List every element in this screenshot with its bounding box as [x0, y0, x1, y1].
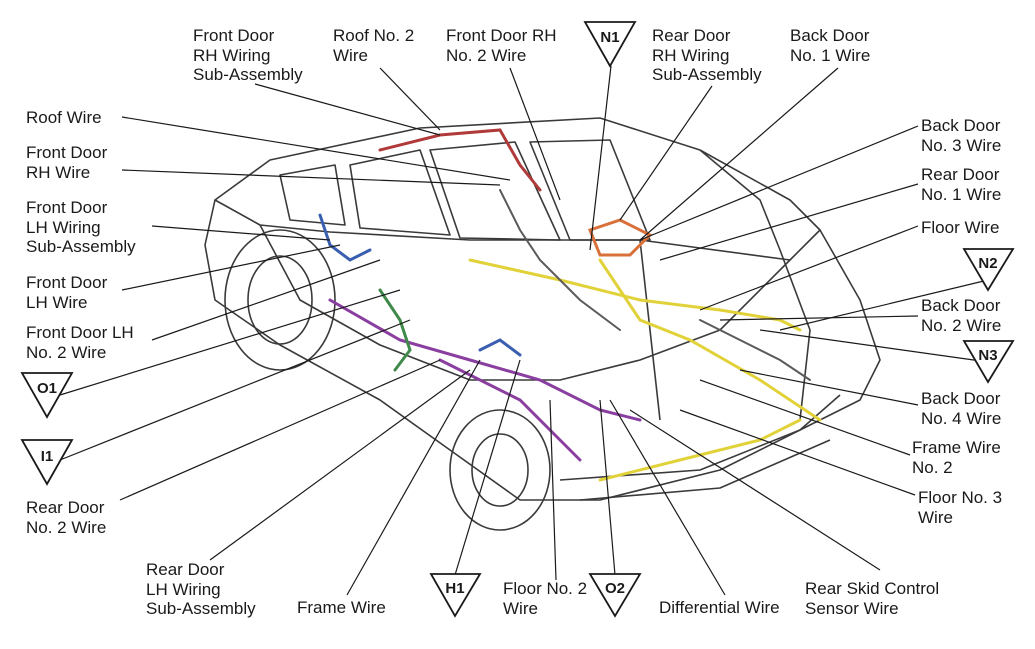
frame-harness-purple-2 [438, 358, 582, 462]
label-front-door-lh-wire: Front Door LH Wire [26, 273, 108, 312]
vehicle-body-outline [204, 117, 881, 531]
label-back-door-no4-wire: Back Door No. 4 Wire [921, 389, 1002, 428]
front-door-harness-green [378, 288, 412, 372]
label-floor-no2-wire: Floor No. 2 Wire [503, 579, 588, 618]
floor-harness-yellow-3 [598, 418, 802, 482]
roof-harness [378, 128, 542, 192]
label-rear-door-no1-wire: Rear Door No. 1 Wire [921, 165, 1002, 204]
rear-door-harness-orange [588, 218, 653, 257]
marker-n3: N3 [962, 340, 1015, 384]
wire-harnesses [318, 128, 822, 482]
label-roof-no2-wire: Roof No. 2 Wire [333, 26, 415, 65]
frame-harness-purple [328, 298, 642, 422]
label-floor-wire: Floor Wire [921, 218, 1000, 237]
label-floor-no3-wire: Floor No. 3 Wire [918, 488, 1003, 527]
label-differential-wire: Differential Wire [659, 598, 780, 617]
marker-h1: H1 [429, 573, 482, 618]
floor-harness-yellow [468, 258, 802, 332]
label-back-door-no1-wire: Back Door No. 1 Wire [790, 26, 871, 65]
floor-harness-yellow-2 [598, 258, 822, 422]
label-rear-door-no2-wire: Rear Door No. 2 Wire [26, 498, 107, 537]
marker-o1: O1 [20, 372, 74, 419]
marker-n1: N1 [583, 21, 637, 68]
label-back-door-no2-wire: Back Door No. 2 Wire [921, 296, 1002, 335]
marker-n1-label: N1 [600, 29, 619, 46]
marker-i1: I1 [20, 439, 74, 486]
back-harness [699, 319, 811, 381]
leader-lines [59, 65, 989, 596]
marker-n3-label: N3 [978, 347, 997, 364]
label-front-door-lh-no2-wire: Front Door LH No. 2 Wire [26, 323, 134, 362]
label-front-door-rh-no2-wire: Front Door RH No. 2 Wire [446, 26, 557, 65]
marker-n2: N2 [962, 248, 1015, 292]
marker-i1-label: I1 [41, 448, 54, 465]
label-rear-door-lh-wiring-sub-assembly: Rear Door LH Wiring Sub-Assembly [146, 560, 256, 618]
marker-o1-label: O1 [37, 380, 57, 397]
label-front-door-rh-wire: Front Door RH Wire [26, 143, 108, 182]
label-frame-wire-no2: Frame Wire No. 2 [912, 438, 1001, 477]
label-back-door-no3-wire: Back Door No. 3 Wire [921, 116, 1002, 155]
label-rear-door-rh-wiring-sub-assembly: Rear Door RH Wiring Sub-Assembly [652, 26, 762, 84]
roof-harness-2 [499, 189, 621, 331]
marker-h1-label: H1 [445, 580, 464, 597]
front-door-harness-blue [318, 213, 372, 262]
label-rear-skid-control-sensor-wire: Rear Skid Control Sensor Wire [805, 579, 940, 618]
rear-harness-blue [478, 338, 522, 357]
marker-o2: O2 [588, 573, 642, 618]
label-frame-wire: Frame Wire [297, 598, 386, 617]
marker-o2-label: O2 [605, 580, 625, 597]
label-front-door-rh-wiring-sub-assembly: Front Door RH Wiring Sub-Assembly [193, 26, 303, 84]
label-roof-wire: Roof Wire [26, 108, 102, 127]
label-front-door-lh-wiring-sub-assembly: Front Door LH Wiring Sub-Assembly [26, 198, 136, 256]
marker-n2-label: N2 [978, 255, 997, 272]
